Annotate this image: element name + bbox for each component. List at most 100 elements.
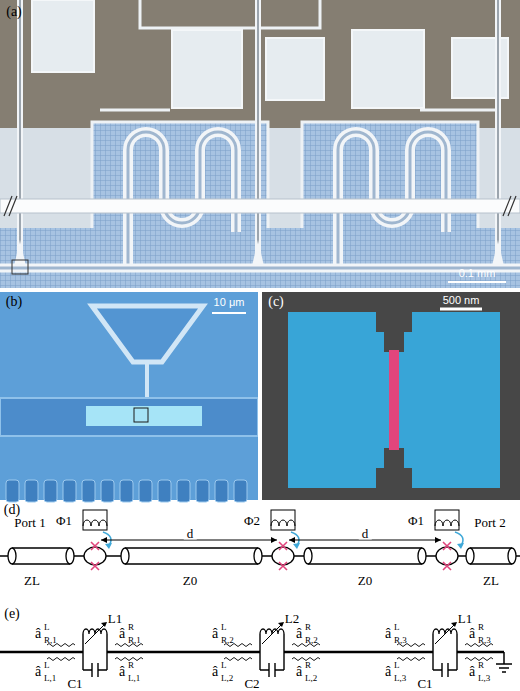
squid-loop	[436, 547, 458, 565]
coax-line	[470, 549, 512, 563]
ground-hole	[215, 480, 228, 502]
distance-arrow	[289, 540, 441, 541]
flux-coil	[83, 520, 107, 526]
distance-arrow	[101, 540, 277, 541]
coax-end	[121, 548, 129, 564]
tunable-arrow	[262, 624, 282, 644]
operator-superscript: R	[128, 623, 134, 632]
ground-hole	[63, 480, 76, 502]
flux-coil-box	[435, 510, 459, 530]
tunable-arrow	[278, 622, 284, 627]
operator-subscript: L,1	[128, 674, 140, 683]
mode-operator: â	[469, 627, 475, 641]
operator-superscript: L	[394, 661, 400, 670]
ground-hole	[82, 480, 95, 502]
junction-cross	[443, 562, 451, 570]
operator-superscript: R	[305, 623, 311, 632]
capacitor-label: C2	[244, 677, 259, 690]
circuit-e	[0, 622, 512, 677]
coax-line	[12, 548, 70, 564]
mode-wave	[224, 658, 252, 661]
ground-hole	[158, 480, 171, 502]
panel-letter: (b)	[6, 295, 22, 309]
coax-end	[8, 548, 16, 564]
inductor-label: L1	[458, 612, 472, 625]
sem-junction	[262, 292, 520, 500]
flux-label: Φ1	[56, 514, 72, 527]
squid-loop	[84, 547, 106, 565]
lc-element	[83, 634, 107, 677]
impedance-label: Z0	[358, 574, 372, 587]
junction-cross	[279, 562, 287, 570]
flux-coil	[271, 520, 295, 526]
coax-end	[66, 548, 74, 564]
flux-label: Φ1	[408, 514, 424, 527]
flux-label: Φ2	[244, 514, 260, 527]
operator-subscript: R,1	[44, 636, 57, 645]
capacitor-label: C1	[67, 677, 82, 690]
ground-hole	[6, 480, 19, 502]
operator-subscript: L,3	[394, 674, 406, 683]
operator-superscript: L	[394, 623, 400, 632]
mode-operator: â	[35, 665, 41, 679]
coax-end	[304, 548, 312, 564]
lc-element	[433, 634, 457, 677]
scale-label: 500 nm	[443, 295, 480, 306]
ground-hole	[25, 480, 38, 502]
coax-end	[418, 548, 426, 564]
operator-superscript: L	[44, 623, 50, 632]
operator-superscript: R	[478, 661, 484, 670]
lc-element	[260, 634, 284, 677]
mode-operator: â	[35, 627, 41, 641]
impedance-label: ZL	[483, 574, 499, 587]
ground-hole	[44, 480, 57, 502]
coax-line	[125, 548, 258, 564]
flux-arrow	[457, 543, 464, 549]
flux-line	[255, 0, 261, 262]
operator-subscript: R,2	[305, 636, 318, 645]
ground-hole	[120, 480, 133, 502]
mode-operator: â	[469, 665, 475, 679]
coax-line	[12, 549, 70, 563]
operator-subscript: L,2	[221, 674, 233, 683]
port-label: Port 1	[14, 516, 45, 529]
flux-coil	[435, 520, 459, 526]
port-label: Port 2	[474, 516, 505, 529]
inductor-coil	[83, 629, 107, 634]
coax-line	[125, 549, 258, 563]
flux-line	[17, 0, 23, 262]
ground-hole	[101, 480, 114, 502]
chip-micrograph	[0, 0, 520, 290]
scale-label: 10 μm	[214, 297, 245, 308]
operator-subscript: R,3	[478, 636, 491, 645]
ground-symbol	[496, 652, 512, 672]
mode-wave	[47, 658, 75, 661]
operator-superscript: L	[221, 661, 227, 670]
flux-arrow	[105, 543, 112, 549]
coax-line	[470, 548, 512, 564]
coax-end	[254, 548, 262, 564]
panel-letter: (a)	[6, 5, 22, 19]
junction-cross	[279, 542, 287, 550]
operator-superscript: L	[44, 661, 50, 670]
operator-subscript: L,2	[305, 674, 317, 683]
flux-line-tip	[252, 240, 264, 266]
inductor-coil	[433, 629, 457, 634]
junction-cross	[91, 542, 99, 550]
mode-operator: â	[385, 627, 391, 641]
tunable-arrow	[435, 624, 455, 644]
operator-subscript: L,3	[478, 674, 490, 683]
inductor-coil	[260, 629, 284, 634]
operator-subscript: R,1	[128, 636, 141, 645]
flux-line	[495, 0, 501, 262]
tunable-arrow	[451, 622, 457, 627]
flux-arrow	[293, 543, 300, 549]
junction-cross	[91, 562, 99, 570]
coax-end	[508, 548, 516, 564]
ground-hole	[139, 480, 152, 502]
mode-operator: â	[385, 665, 391, 679]
mode-operator: â	[119, 665, 125, 679]
ground-hole	[196, 480, 209, 502]
mode-operator: â	[296, 627, 302, 641]
